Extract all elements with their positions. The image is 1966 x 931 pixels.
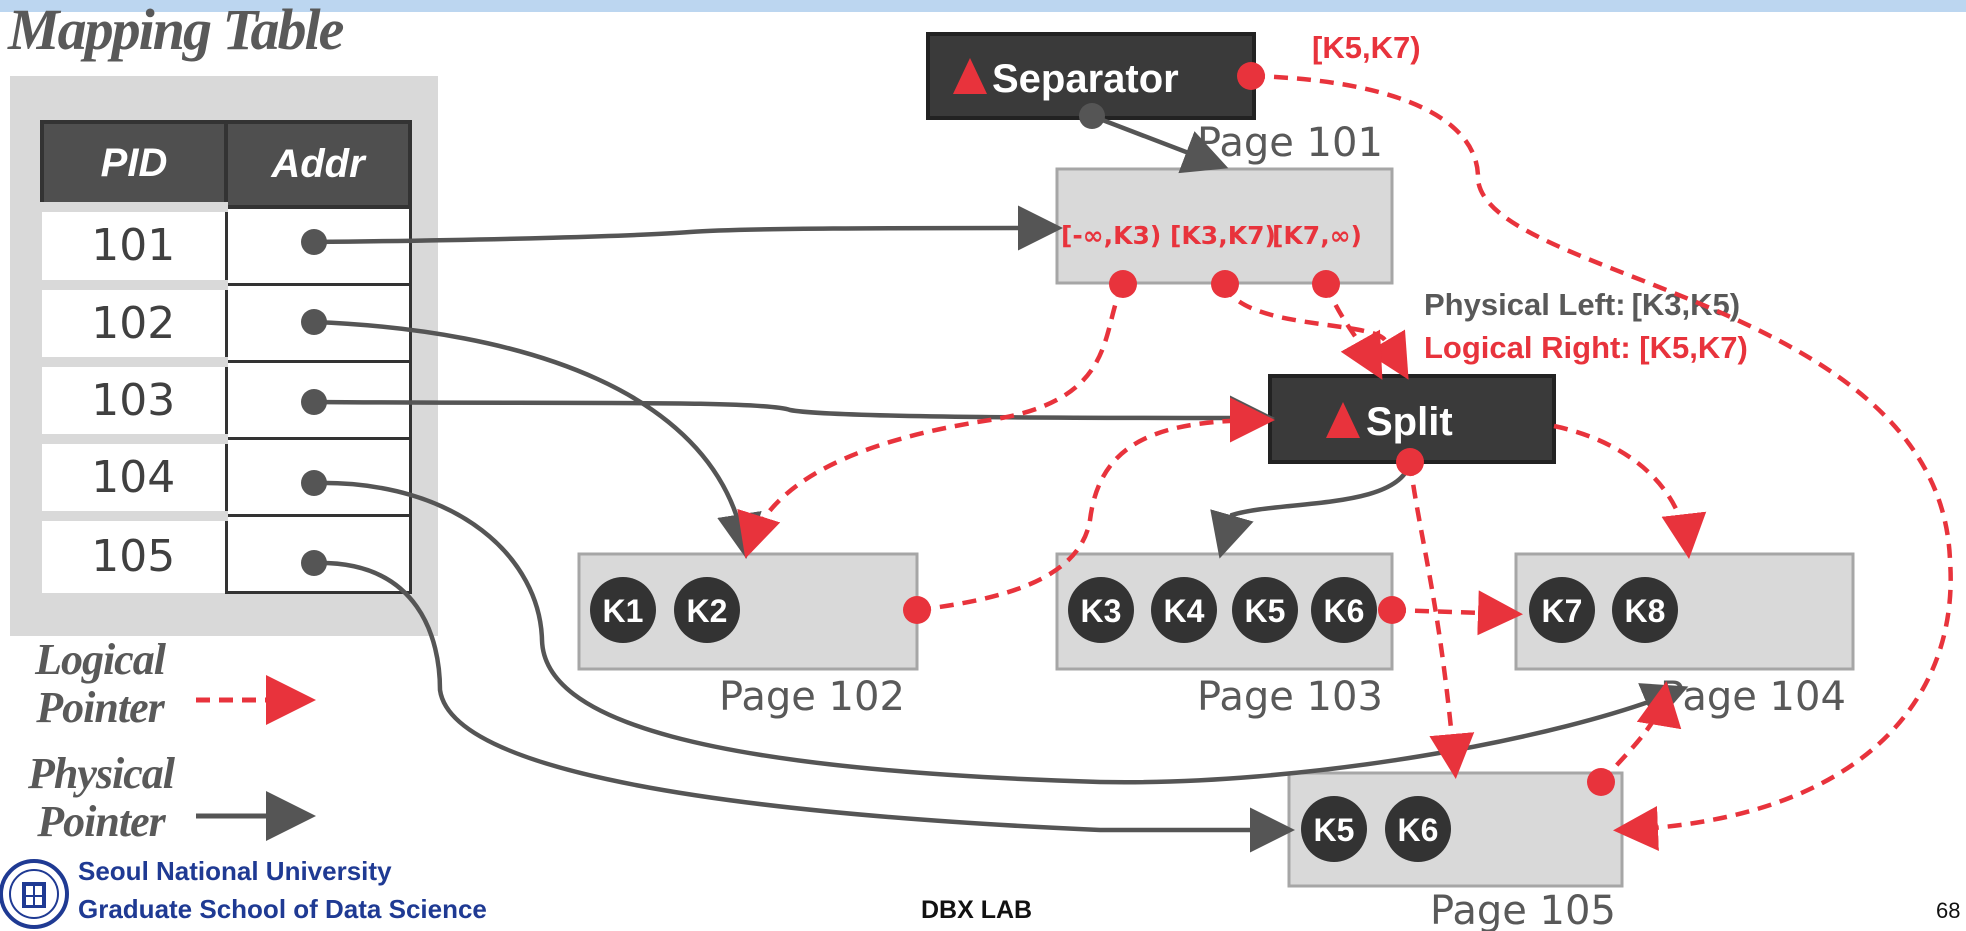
page-105-keys: K5 K6 (1301, 796, 1451, 862)
physical-pointer (313, 560, 1295, 853)
addr-pointer-dot (301, 229, 327, 255)
pid-cell: 105 (42, 510, 226, 593)
physical-pointer-legend-label: Physical Pointer (28, 749, 175, 846)
addr-pointer-dot (301, 309, 327, 335)
logical-pointer (737, 282, 1126, 559)
physical-pointer (313, 319, 762, 559)
key-label: K5 (1245, 593, 1286, 629)
logical-pointer (1250, 73, 1953, 851)
range-label: [-∞,K3) (1061, 221, 1161, 250)
logical-pointer (916, 397, 1275, 613)
separator-label: Separator (992, 57, 1179, 101)
key-node (674, 577, 740, 643)
addr-pointer-dot (301, 389, 327, 415)
lab-label: DBX LAB (921, 896, 1033, 924)
page-103-keys: K3 K4 K5 K6 (1068, 577, 1377, 643)
key-node (1612, 577, 1678, 643)
key-node (1068, 577, 1134, 643)
range-pointer-dot (1211, 270, 1239, 298)
key-label: K7 (1542, 593, 1583, 629)
physical-pointers (313, 113, 1689, 853)
logical-pointers (737, 73, 1953, 851)
separator-logical-dot (1237, 62, 1265, 90)
separator-physical-dot (1079, 103, 1105, 129)
pid-cell: 101 (42, 202, 226, 285)
university-name: Seoul National University Graduate Schoo… (78, 852, 487, 928)
key-label: K4 (1164, 593, 1205, 629)
pid-cell: 102 (42, 279, 226, 362)
separator-range-label: [K5,K7) (1312, 30, 1421, 65)
physical-pointer (313, 205, 1063, 251)
physical-pointer (1091, 113, 1229, 174)
pointer-origins (301, 62, 1615, 796)
page-103-label: Page 103 (1197, 674, 1383, 720)
key-label: K5 (1314, 812, 1355, 848)
key-node (1385, 796, 1451, 862)
page-105-label: Page 105 (1430, 888, 1616, 931)
page-103-sibling-dot (1378, 596, 1406, 624)
key-node (1311, 577, 1377, 643)
range-pointer-dot (1312, 270, 1340, 298)
range-pointer-dot (1109, 270, 1137, 298)
page-102-sibling-dot (903, 596, 931, 624)
top-accent-bar (0, 0, 1966, 12)
page-105-sibling-dot (1587, 768, 1615, 796)
page-102-keys: K1 K2 (590, 577, 740, 643)
addr-pointer-dot (301, 550, 327, 576)
key-label: K6 (1398, 812, 1439, 848)
pid-cell: 104 (42, 433, 226, 516)
physical-pointer (313, 395, 1275, 441)
university-seal-icon (0, 859, 69, 929)
slide-title: Mapping Table (8, 0, 344, 62)
physical-left-range: [K3,K5) (1632, 287, 1741, 322)
key-label: K2 (687, 593, 728, 629)
page-101-label: Page 101 (1197, 120, 1383, 166)
key-node (1232, 577, 1298, 643)
range-label: [K7,∞) (1272, 221, 1362, 250)
key-label: K6 (1324, 593, 1365, 629)
table-row: 105 (42, 510, 412, 594)
physical-left-label: Physical Left:[K3,K5) (1424, 287, 1740, 322)
addr-header: Addr (224, 120, 412, 209)
physical-pointer (1210, 461, 1413, 559)
physical-left-text: Physical Left: (1424, 287, 1626, 322)
key-node (1529, 577, 1595, 643)
logical-pointer (1391, 590, 1523, 636)
addr-pointer-dot (301, 470, 327, 496)
delta-triangle-icon (953, 58, 987, 94)
range-label: [K3,K7) (1170, 221, 1276, 250)
delta-triangle-icon (1326, 402, 1360, 438)
physical-pointer (313, 480, 1689, 785)
page-104-keys: K7 K8 (1529, 577, 1678, 643)
split-label: Split (1366, 400, 1453, 444)
page-102-label: Page 102 (719, 674, 905, 720)
key-label: K1 (603, 593, 644, 629)
logical-pointer (1222, 283, 1409, 380)
logical-pointer-legend-label: Logical Pointer (35, 635, 166, 732)
split-pointer-dot (1396, 448, 1424, 476)
logical-pointer (1553, 423, 1707, 559)
logical-pointer (1407, 461, 1475, 779)
university-label: Seoul National University (78, 856, 392, 886)
key-node (1301, 796, 1367, 862)
pid-header: PID (40, 120, 228, 209)
key-node (1151, 577, 1217, 643)
key-label: K3 (1081, 593, 1122, 629)
school-label: Graduate School of Data Science (78, 894, 487, 924)
page-104-label: Page 104 (1660, 674, 1846, 720)
key-label: K8 (1625, 593, 1666, 629)
pid-cell: 103 (42, 356, 226, 439)
key-node (590, 577, 656, 643)
logical-pointer (1599, 681, 1682, 784)
page-101-box (1055, 167, 1394, 285)
logical-right-label: Logical Right: [K5,K7) (1424, 330, 1748, 365)
table-row: 101 (42, 202, 412, 286)
page-number: 68 (1936, 898, 1961, 923)
